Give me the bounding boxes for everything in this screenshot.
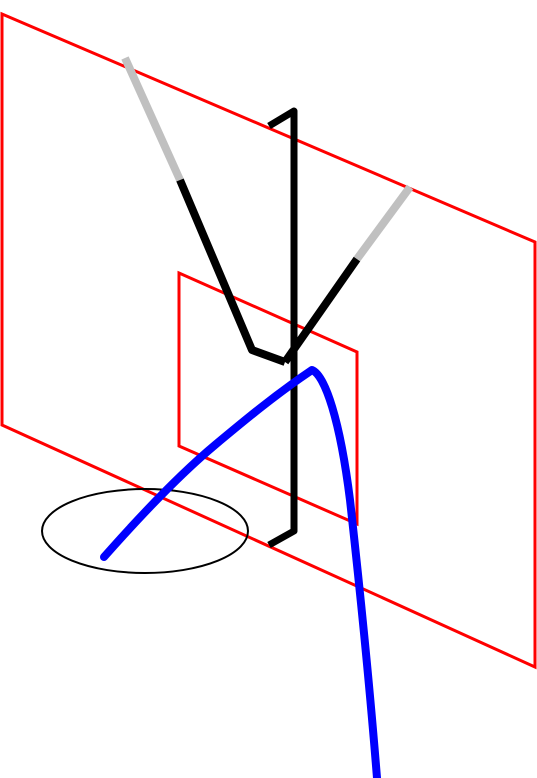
ball-trajectory: [100, 366, 381, 778]
bracket-left-arm-tip: [121, 56, 184, 182]
support-pole: [267, 107, 298, 549]
bracket-left-arm: [176, 178, 287, 366]
hoop-rim: [41, 488, 249, 574]
bracket-right-arm-tip: [353, 184, 414, 262]
backboard-outer: [0, 11, 537, 670]
bracket-right-arm: [281, 256, 361, 365]
backboard-inner-square: [177, 270, 359, 527]
